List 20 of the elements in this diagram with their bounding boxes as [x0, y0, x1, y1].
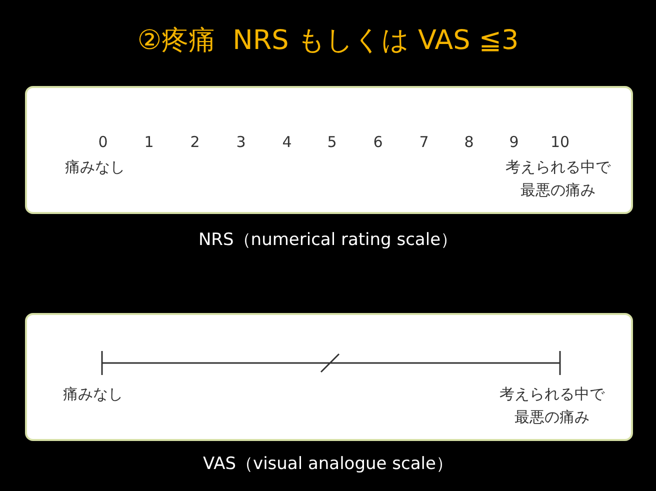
scale-label: 考えられる中で最悪の痛み [498, 384, 606, 428]
scale-number: 5 [327, 133, 337, 151]
title: ②疼痛 NRS もしくは VAS ≦3 [136, 24, 520, 58]
scale-panel [25, 86, 633, 214]
scale-number: 3 [236, 133, 246, 151]
scale-number: 6 [373, 133, 383, 151]
scale-caption: VAS（visual analogue scale） [202, 453, 454, 475]
scale-label: 痛みなし [65, 158, 125, 177]
scale-number: 9 [509, 133, 519, 151]
scale-number: 7 [419, 133, 429, 151]
scale-panel [25, 313, 633, 441]
scale-number: 2 [190, 133, 200, 151]
scale-caption: NRS（numerical rating scale） [197, 229, 459, 251]
scale-number: 1 [144, 133, 154, 151]
scale-label: 考えられる中で最悪の痛み [504, 157, 612, 201]
scale-number: 4 [282, 133, 292, 151]
scale-number: 10 [550, 133, 570, 151]
scale-number: 0 [98, 133, 108, 151]
scale-number: 8 [464, 133, 474, 151]
scale-label: 痛みなし [63, 385, 123, 404]
